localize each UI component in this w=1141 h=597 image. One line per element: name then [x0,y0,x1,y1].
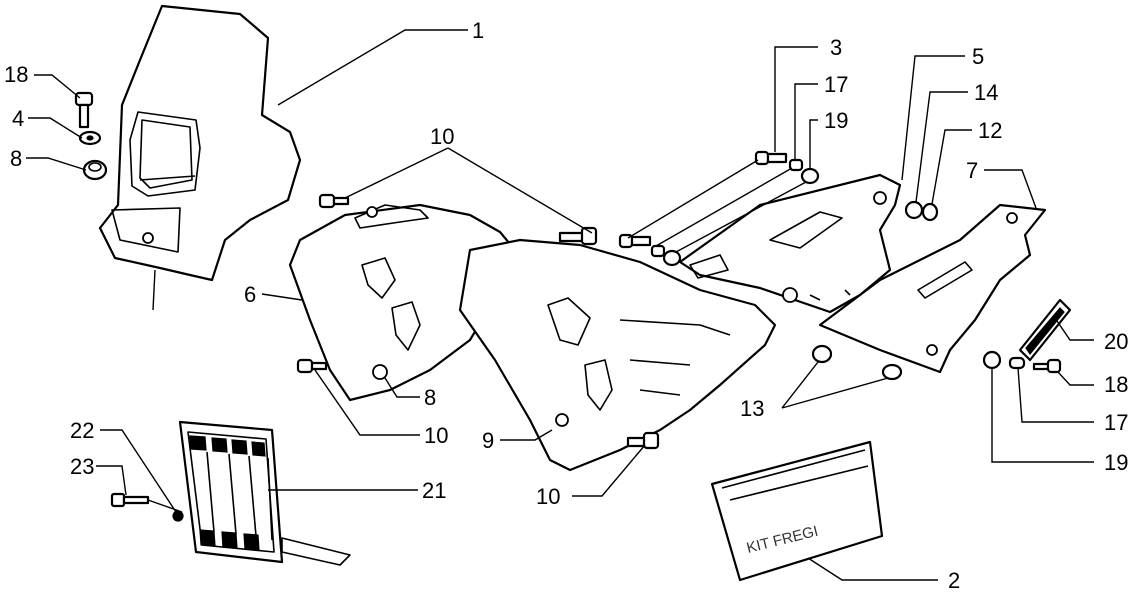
grommet-8-left [82,159,108,181]
callout-14: 14 [974,80,998,105]
side-panel-9-part [458,238,777,472]
fastener-axis-line [147,499,183,513]
callout-23: 23 [70,454,94,479]
screw-10-right [558,226,598,246]
screw-23 [110,492,150,508]
callout-18-right: 18 [1104,372,1128,397]
callout-10-left: 10 [424,423,448,448]
callout-13: 13 [740,396,764,421]
leader-lines [26,29,1094,581]
callout-19-top: 19 [824,108,848,133]
screw-18-right [1032,358,1062,374]
nut-12 [921,202,939,222]
screw-10-top [318,193,350,209]
side-panel-6-part [288,203,517,402]
grommet-13-top [811,344,833,364]
washer-14 [904,200,924,220]
callout-10-bottom: 10 [536,484,560,509]
reflector-20-part [1018,298,1072,362]
callout-2: 2 [948,568,960,593]
screw-10-bottom [626,431,660,450]
washer-4 [78,130,102,146]
spacer-17-right [1008,356,1026,370]
grille-21-part [178,420,351,566]
panel-7-part [818,203,1047,374]
callout-1: 1 [472,18,484,43]
callout-21: 21 [422,478,446,503]
callout-7: 7 [966,158,978,183]
callout-9: 9 [482,428,494,453]
callout-3: 3 [830,35,842,60]
callout-6: 6 [244,282,256,307]
callout-4: 4 [12,106,24,131]
grommet-13-bottom [881,363,903,381]
screw-3 [754,150,788,166]
spacer-17-lower [650,244,666,258]
callout-18-left: 18 [4,62,28,87]
callout-20: 20 [1104,329,1128,354]
spacer-17-top [788,158,804,172]
screw-3-lower [618,233,652,249]
decal-kit-2-part: KIT FREGI [710,440,884,582]
callout-12: 12 [978,118,1002,143]
callout-17-top: 17 [824,72,848,97]
nut-19-lower [662,249,682,267]
nut-19-right [982,350,1002,370]
callout-17-right: 17 [1104,410,1128,435]
nut-19-top [800,167,820,185]
callout-8-left: 8 [10,146,22,171]
screw-18-left [74,91,94,129]
headlight-fairing-part [98,4,302,311]
screw-10-left [296,358,328,374]
panel-5-part [678,173,902,314]
callout-8-lower: 8 [424,385,436,410]
callout-5: 5 [972,44,984,69]
callout-labels: 1 18 4 8 10 6 8 10 9 10 22 23 21 3 17 19… [4,18,1128,593]
callout-22: 22 [70,418,94,443]
callout-10-top: 10 [430,124,454,149]
callout-19-right: 19 [1104,450,1128,475]
